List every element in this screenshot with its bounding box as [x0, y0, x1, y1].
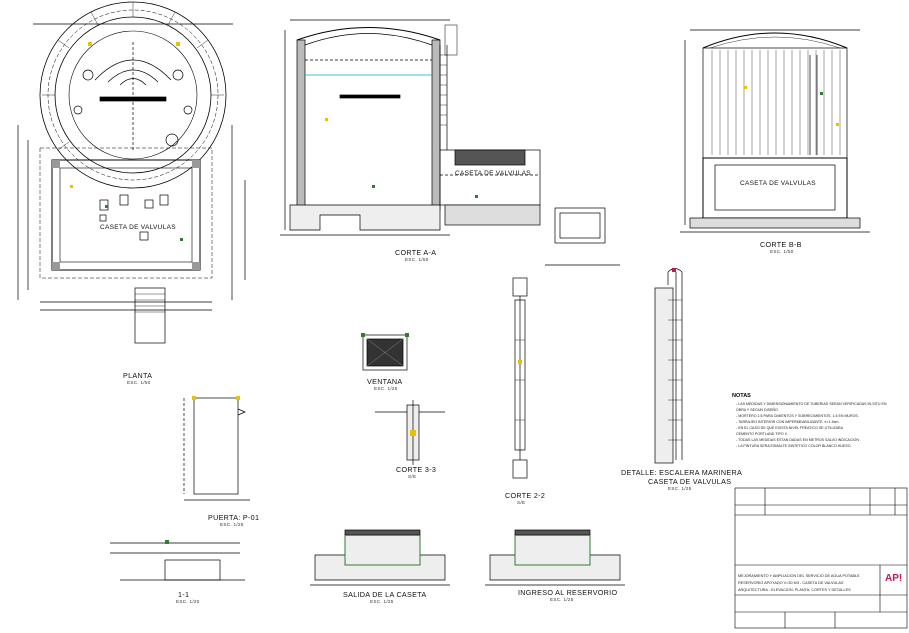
ventana-title: VENTANA — [367, 377, 403, 386]
corte-11-title: 1-1 — [178, 590, 190, 599]
title-block-project-3: ARQUITECTURA - ELEVACION, PLANTA, CORTES… — [738, 588, 851, 592]
puerta-title: PUERTA: P-01 — [208, 513, 260, 522]
corte-22-view — [512, 277, 528, 479]
corte-aa-accents — [325, 118, 478, 198]
company-logo: AP! — [885, 573, 903, 584]
corte-33-scale: S/E — [408, 474, 417, 479]
note-line: - EN EL CASO DE QUE EXISTA NIVEL FREATIC… — [736, 426, 844, 430]
corte-11-view — [110, 540, 245, 581]
planta-view — [17, 1, 246, 344]
puerta-scale: ESC. 1/25 — [220, 522, 244, 527]
ventana-view — [361, 333, 409, 371]
ingreso-view — [485, 529, 625, 586]
corte-bb-title: CORTE B-B — [760, 240, 802, 249]
puerta-view — [183, 396, 250, 501]
note-line: - TARRAJEO INTERIOR CON IMPERMEABILIZANT… — [736, 420, 840, 424]
escalera-scale: ESC. 1/25 — [668, 486, 692, 491]
note-line: - LA PINTURA SERA ESMALTE SINTETICO COLO… — [736, 444, 852, 448]
note-line: OBRA Y SEGUN DISEÑO. — [736, 408, 779, 412]
planta-scale: ESC. 1/50 — [127, 380, 151, 385]
corte-22-scale: S/E — [517, 500, 526, 505]
ventana-scale: ESC. 1/25 — [374, 386, 398, 391]
note-line: CEMENTO PORTLAND TIPO V. — [736, 432, 788, 436]
corte-aa-view — [280, 19, 620, 266]
title-block-project-1: MEJORAMIENTO Y AMPLIACION DEL SERVICIO D… — [738, 574, 860, 578]
corte-33-title: CORTE 3-3 — [396, 465, 437, 474]
corte-11-scale: ESC. 1/20 — [176, 599, 200, 604]
planta-accents — [70, 42, 183, 241]
escalera-view — [654, 268, 683, 464]
corte-aa-caseta-label: CASETA DE VALVULAS — [455, 170, 531, 177]
salida-title: SALIDA DE LA CASETA — [343, 590, 427, 599]
note-line: - TODAS LAS MEDIDAS ESTAN DADAS EN METRO… — [736, 438, 859, 442]
salida-scale: ESC. 1/25 — [370, 599, 394, 604]
planta-caseta-label: CASETA DE VALVULAS — [100, 224, 176, 231]
corte-bb-scale: ESC. 1/50 — [770, 249, 794, 254]
notes-block: NOTAS - LAS MEDIDAS Y DIMENSIONAMIENTO D… — [732, 393, 907, 483]
planta-title: PLANTA — [123, 371, 153, 380]
escalera-title: DETALLE: ESCALERA MARINERA — [621, 468, 743, 477]
corte-aa-scale: ESC. 1/50 — [405, 257, 429, 262]
note-line: - MORTERO 1:5 PARA CIMIENTOS Y SOBRECIMI… — [736, 414, 859, 418]
ingreso-title: INGRESO AL RESERVORIO — [518, 588, 618, 597]
notes-title: NOTAS — [732, 393, 751, 399]
corte-bb-accents — [744, 86, 839, 126]
salida-view — [310, 529, 450, 586]
corte-aa-title: CORTE A-A — [395, 248, 437, 257]
escalera-title-2: CASETA DE VALVULAS — [648, 477, 732, 486]
title-block-project-2: RESERVORIO APOYADO V=30 M3 - CASETA DE V… — [738, 581, 844, 585]
title-block — [734, 487, 908, 629]
corte-22-title: CORTE 2-2 — [505, 491, 546, 500]
ingreso-scale: ESC. 1/25 — [550, 597, 574, 602]
corte-33-view — [375, 400, 445, 465]
corte-bb-view — [680, 29, 870, 233]
note-line: - LAS MEDIDAS Y DIMENSIONAMIENTO DE TUBE… — [736, 402, 887, 406]
corte-bb-caseta-label: CASETA DE VALVULAS — [740, 180, 816, 187]
